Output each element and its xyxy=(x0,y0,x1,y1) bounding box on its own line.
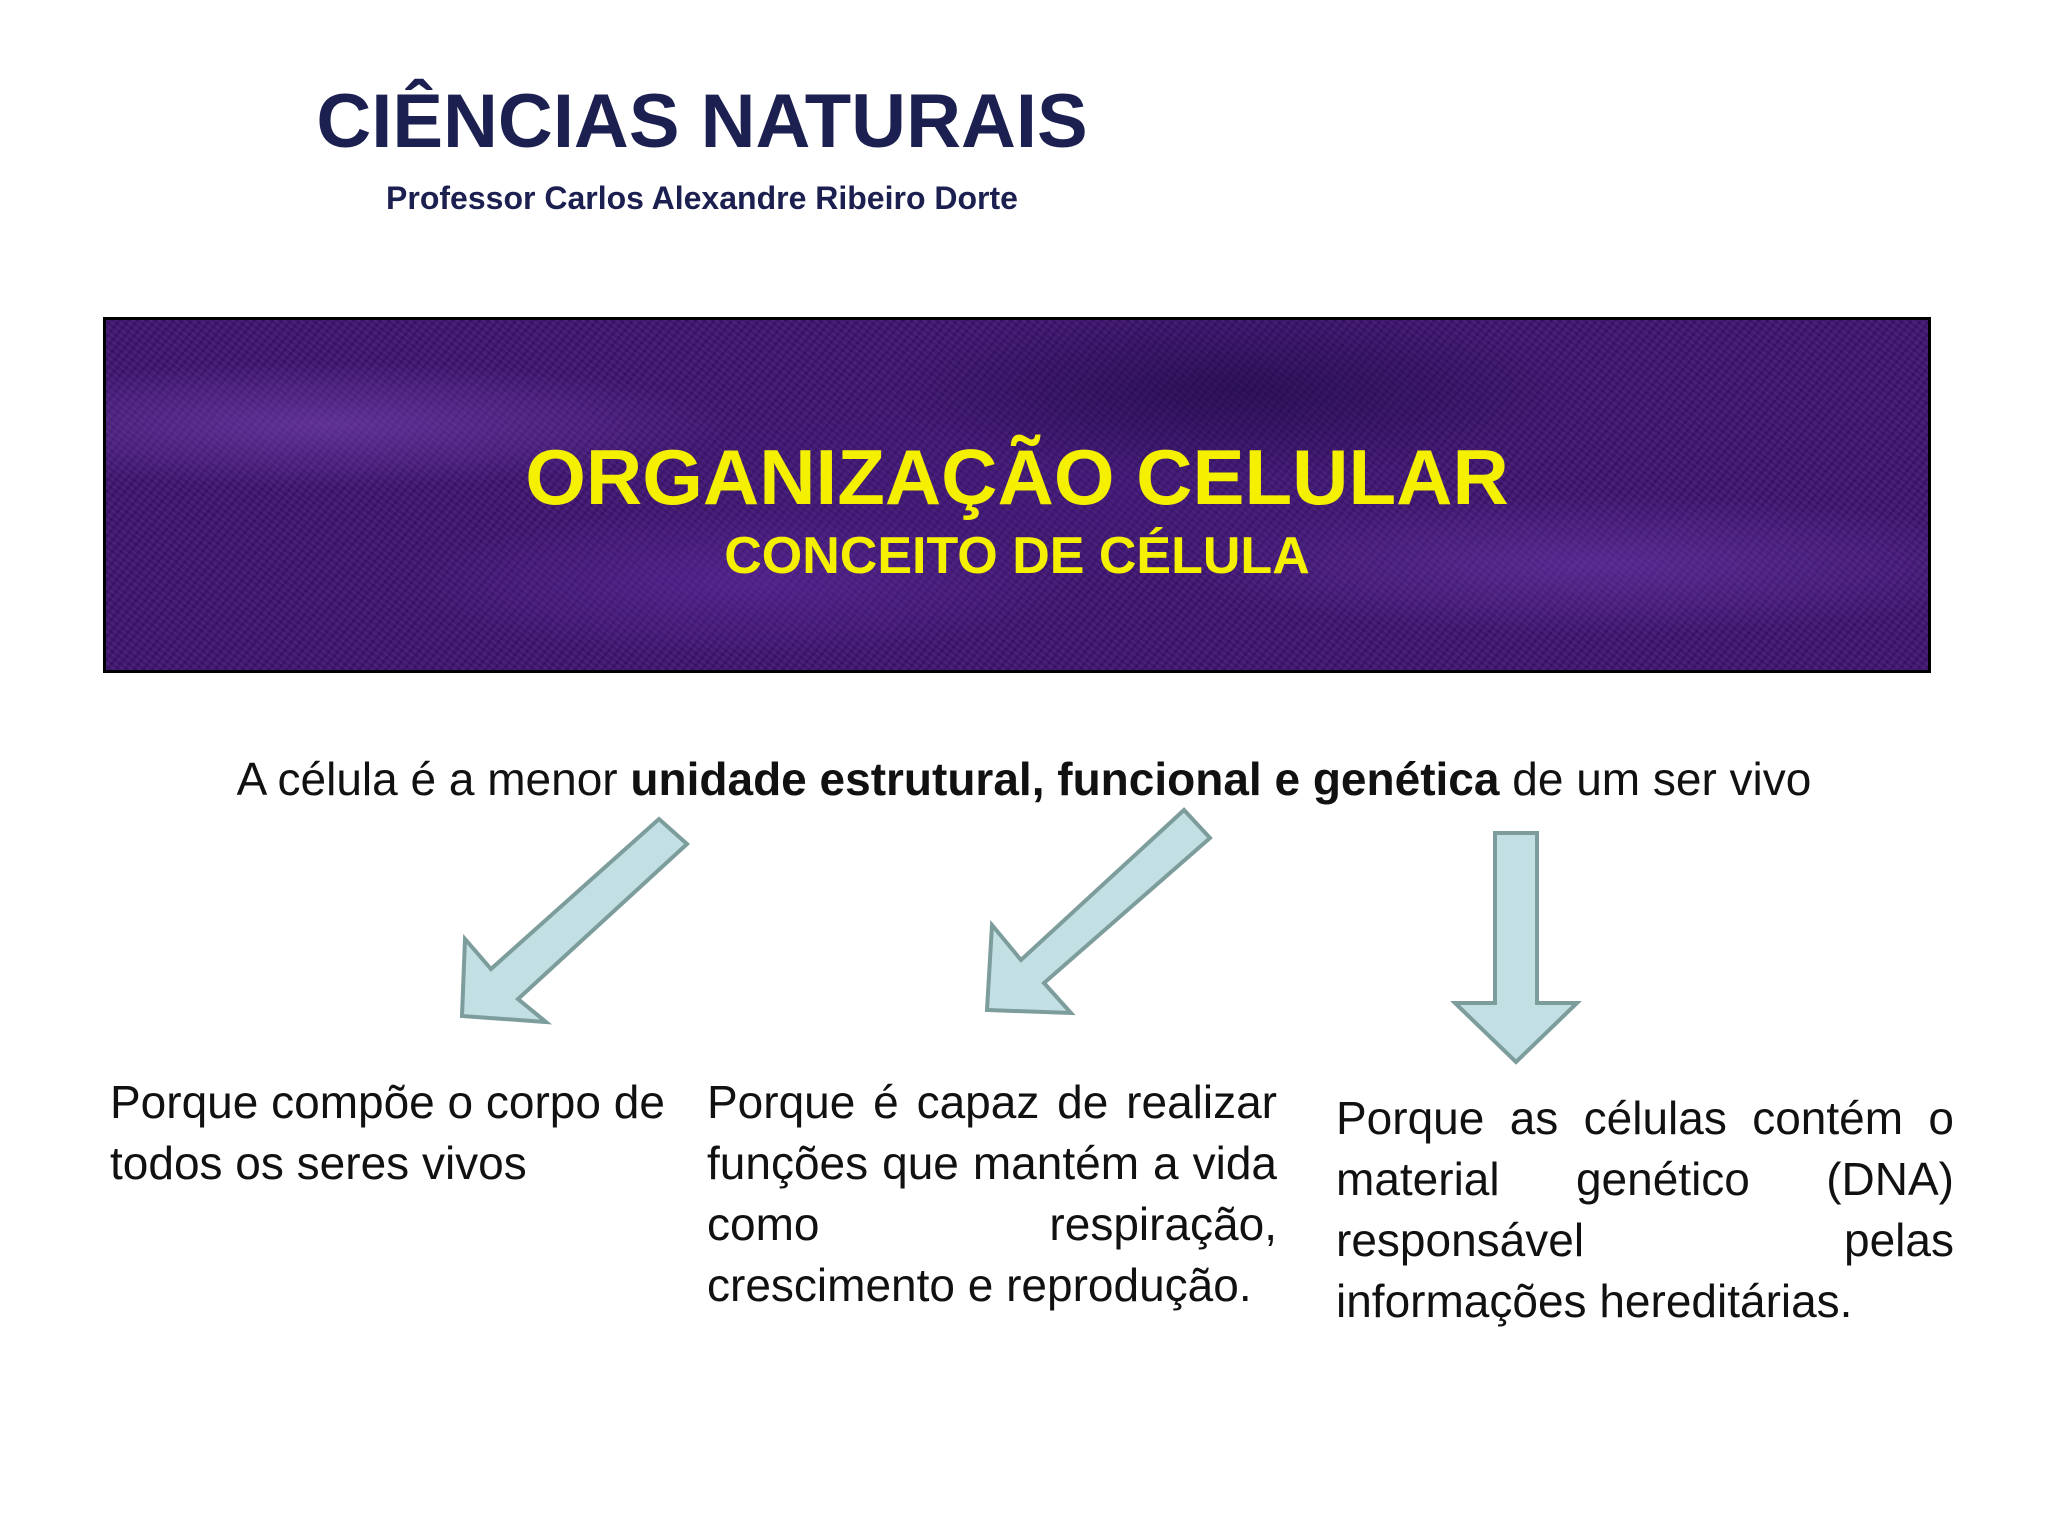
title-banner: ORGANIZAÇÃO CELULAR CONCEITO DE CÉLULA xyxy=(103,317,1931,673)
structural-explanation: Porque compõe o corpo de todos os seres … xyxy=(110,1076,665,1189)
definition-suffix: de um ser vivo xyxy=(1499,753,1812,805)
arrow-down-left-icon xyxy=(984,807,1213,1016)
functional-explanation: Porque é capaz de realizar funções que m… xyxy=(707,1076,1277,1311)
arrow-down-icon xyxy=(1450,831,1582,1065)
definition-emphasis: unidade estrutural, funcional e genética xyxy=(630,753,1500,805)
author-line: Professor Carlos Alexandre Ribeiro Dorte xyxy=(386,180,1018,216)
banner-title: ORGANIZAÇÃO CELULAR xyxy=(525,433,1509,521)
page-title: CIÊNCIAS NATURAIS xyxy=(316,79,1088,164)
cell-definition: A célula é a menor unidade estrutural, f… xyxy=(60,752,1988,807)
definition-prefix: A célula é a menor xyxy=(236,753,631,805)
genetic-explanation: Porque as células contém o material gené… xyxy=(1336,1092,1954,1327)
banner-subtitle: CONCEITO DE CÉLULA xyxy=(724,527,1310,585)
arrow-down-left-icon xyxy=(459,816,690,1025)
